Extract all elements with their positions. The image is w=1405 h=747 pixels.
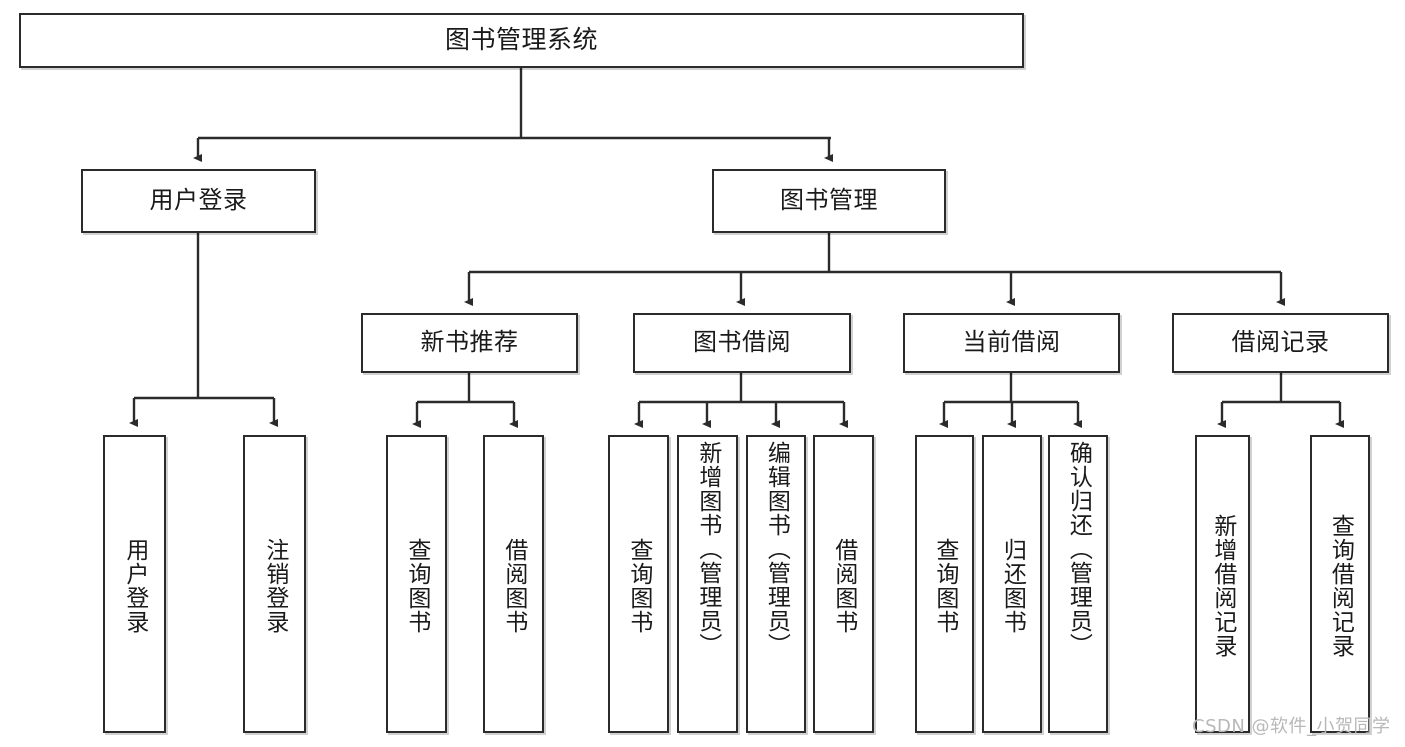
node-leaf-user-login[interactable]: 用户登录	[103, 435, 166, 733]
node-leaf-add-book-label: 新增图书（管理员）	[694, 441, 721, 657]
node-leaf-return-book-label: 归还图书	[999, 538, 1026, 634]
node-new-book-recommend-label: 新书推荐	[420, 328, 519, 357]
node-borrow-record[interactable]: 借阅记录	[1172, 313, 1389, 373]
node-leaf-confirm-return[interactable]: 确认归还（管理员）	[1048, 435, 1108, 733]
node-leaf-borrow-book-2-label: 借阅图书	[830, 538, 857, 634]
node-leaf-query-book-2[interactable]: 查询图书	[608, 435, 669, 733]
node-user-login[interactable]: 用户登录	[81, 169, 316, 233]
node-user-login-label: 用户登录	[149, 186, 248, 215]
node-leaf-add-borrow-record-label: 新增借阅记录	[1209, 514, 1236, 658]
node-leaf-borrow-book-1-label: 借阅图书	[500, 538, 527, 634]
node-leaf-add-borrow-record[interactable]: 新增借阅记录	[1195, 435, 1250, 733]
node-leaf-return-book[interactable]: 归还图书	[982, 435, 1042, 733]
node-book-borrow-label: 图书借阅	[693, 328, 791, 357]
node-book-manage[interactable]: 图书管理	[712, 169, 946, 233]
node-leaf-add-book[interactable]: 新增图书（管理员）	[677, 435, 738, 733]
node-leaf-user-login-label: 用户登录	[121, 538, 148, 634]
node-book-manage-label: 图书管理	[780, 186, 878, 215]
node-current-borrow-label: 当前借阅	[962, 328, 1061, 357]
node-leaf-edit-book[interactable]: 编辑图书（管理员）	[746, 435, 806, 733]
node-leaf-query-borrow-record[interactable]: 查询借阅记录	[1310, 435, 1370, 733]
node-root-label: 图书管理系统	[444, 25, 598, 55]
node-leaf-borrow-book-1[interactable]: 借阅图书	[483, 435, 544, 733]
node-current-borrow[interactable]: 当前借阅	[903, 313, 1120, 373]
node-new-book-recommend[interactable]: 新书推荐	[361, 313, 578, 373]
node-root[interactable]: 图书管理系统	[19, 13, 1024, 68]
node-borrow-record-label: 借阅记录	[1231, 328, 1330, 357]
node-leaf-borrow-book-2[interactable]: 借阅图书	[813, 435, 874, 733]
watermark: CSDN @软件_小贺同学	[1192, 716, 1391, 737]
node-leaf-edit-book-label: 编辑图书（管理员）	[763, 441, 790, 657]
node-leaf-query-book-2-label: 查询图书	[625, 538, 652, 634]
node-leaf-logout[interactable]: 注销登录	[243, 435, 306, 733]
node-leaf-confirm-return-label: 确认归还（管理员）	[1065, 441, 1092, 657]
node-leaf-query-book-1[interactable]: 查询图书	[386, 435, 447, 733]
node-leaf-query-borrow-record-label: 查询借阅记录	[1327, 514, 1354, 658]
node-leaf-query-book-3[interactable]: 查询图书	[915, 435, 974, 733]
node-book-borrow[interactable]: 图书借阅	[633, 313, 851, 373]
node-leaf-query-book-3-label: 查询图书	[931, 538, 958, 634]
node-leaf-query-book-1-label: 查询图书	[403, 538, 430, 634]
node-leaf-logout-label: 注销登录	[261, 538, 288, 634]
